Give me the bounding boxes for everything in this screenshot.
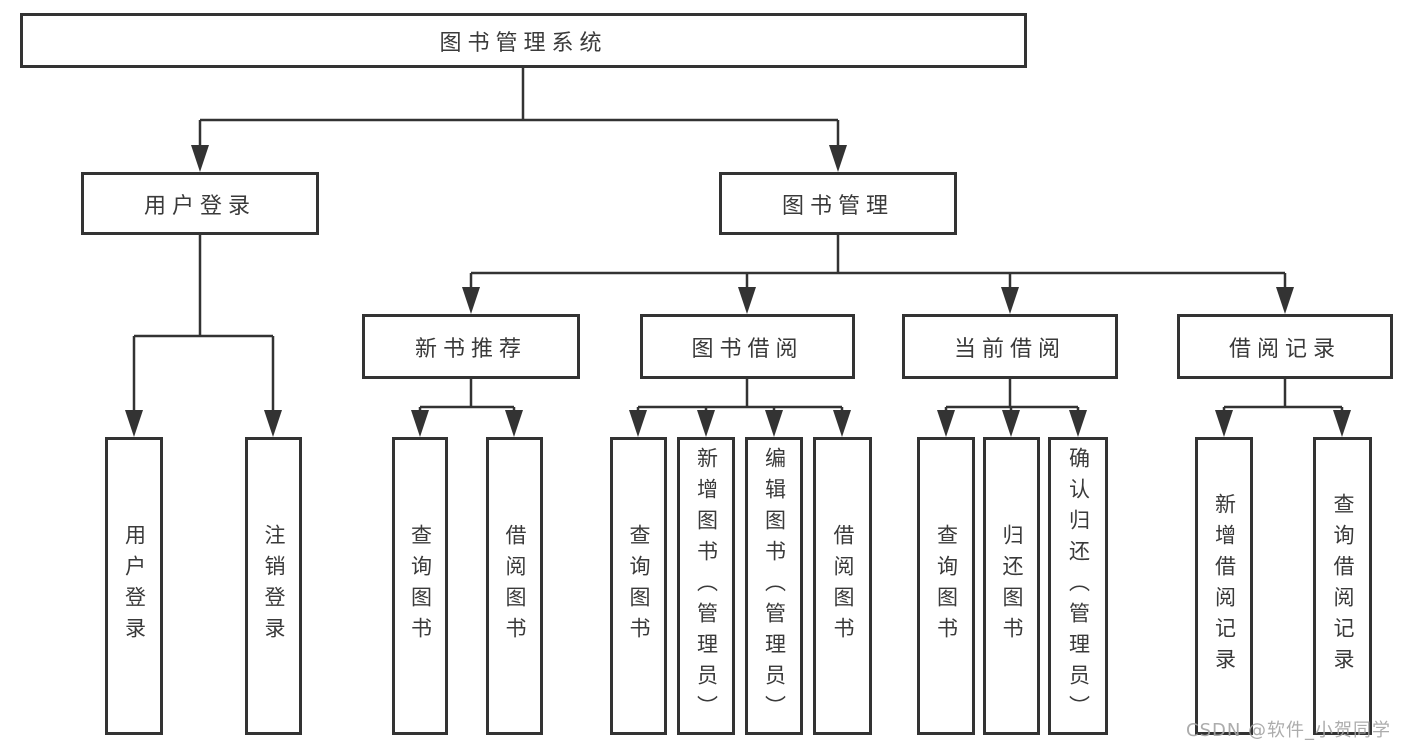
leaf-return-books: 归还图书 bbox=[983, 437, 1040, 735]
node-root: 图书管理系统 bbox=[20, 13, 1027, 68]
leaf-recommend-query-books: 查询图书 bbox=[392, 437, 448, 735]
leaf-borrow-query-books-label: 查询图书 bbox=[627, 524, 651, 648]
leaf-borrow-books-label: 借阅图书 bbox=[831, 524, 855, 648]
node-current-borrow-label: 当前借阅 bbox=[953, 336, 1066, 362]
leaf-current-query-books: 查询图书 bbox=[917, 437, 975, 735]
node-borrow-records: 借阅记录 bbox=[1177, 314, 1393, 379]
leaf-confirm-return-admin-label: 确认归还（管理员） bbox=[1066, 446, 1091, 726]
node-new-book-recommend-label: 新书推荐 bbox=[414, 336, 527, 362]
node-root-label: 图书管理系统 bbox=[439, 30, 608, 56]
leaf-query-borrow-record: 查询借阅记录 bbox=[1313, 437, 1372, 735]
csdn-watermark: CSDN @软件_小贺同学 bbox=[1186, 720, 1392, 741]
leaf-current-query-books-label: 查询图书 bbox=[934, 524, 959, 648]
node-user-login: 用户登录 bbox=[81, 172, 319, 235]
leaf-user-login-label: 用户登录 bbox=[122, 524, 147, 648]
leaf-user-login: 用户登录 bbox=[105, 437, 163, 735]
leaf-recommend-query-books-label: 查询图书 bbox=[408, 524, 433, 648]
leaf-add-book-admin: 新增图书（管理员） bbox=[677, 437, 735, 735]
leaf-edit-book-admin-label: 编辑图书（管理员） bbox=[762, 446, 787, 726]
leaf-add-borrow-record: 新增借阅记录 bbox=[1195, 437, 1253, 735]
leaf-add-book-admin-label: 新增图书（管理员） bbox=[694, 446, 719, 726]
node-book-borrow-label: 图书借阅 bbox=[691, 336, 804, 362]
node-book-mgmt: 图书管理 bbox=[719, 172, 957, 235]
leaf-confirm-return-admin: 确认归还（管理员） bbox=[1048, 437, 1108, 735]
node-book-borrow: 图书借阅 bbox=[640, 314, 855, 379]
leaf-logout-label: 注销登录 bbox=[262, 524, 286, 648]
node-new-book-recommend: 新书推荐 bbox=[362, 314, 580, 379]
leaf-query-borrow-record-label: 查询借阅记录 bbox=[1331, 493, 1355, 679]
leaf-borrow-query-books: 查询图书 bbox=[610, 437, 667, 735]
node-current-borrow: 当前借阅 bbox=[902, 314, 1118, 379]
node-book-mgmt-label: 图书管理 bbox=[781, 193, 894, 219]
leaf-edit-book-admin: 编辑图书（管理员） bbox=[745, 437, 803, 735]
node-user-login-label: 用户登录 bbox=[143, 193, 256, 219]
node-borrow-records-label: 借阅记录 bbox=[1228, 336, 1341, 362]
leaf-borrow-books: 借阅图书 bbox=[813, 437, 872, 735]
leaf-recommend-borrow-books: 借阅图书 bbox=[486, 437, 543, 735]
leaf-recommend-borrow-books-label: 借阅图书 bbox=[503, 524, 527, 648]
leaf-logout: 注销登录 bbox=[245, 437, 302, 735]
leaf-return-books-label: 归还图书 bbox=[1000, 524, 1024, 648]
leaf-add-borrow-record-label: 新增借阅记录 bbox=[1212, 493, 1237, 679]
